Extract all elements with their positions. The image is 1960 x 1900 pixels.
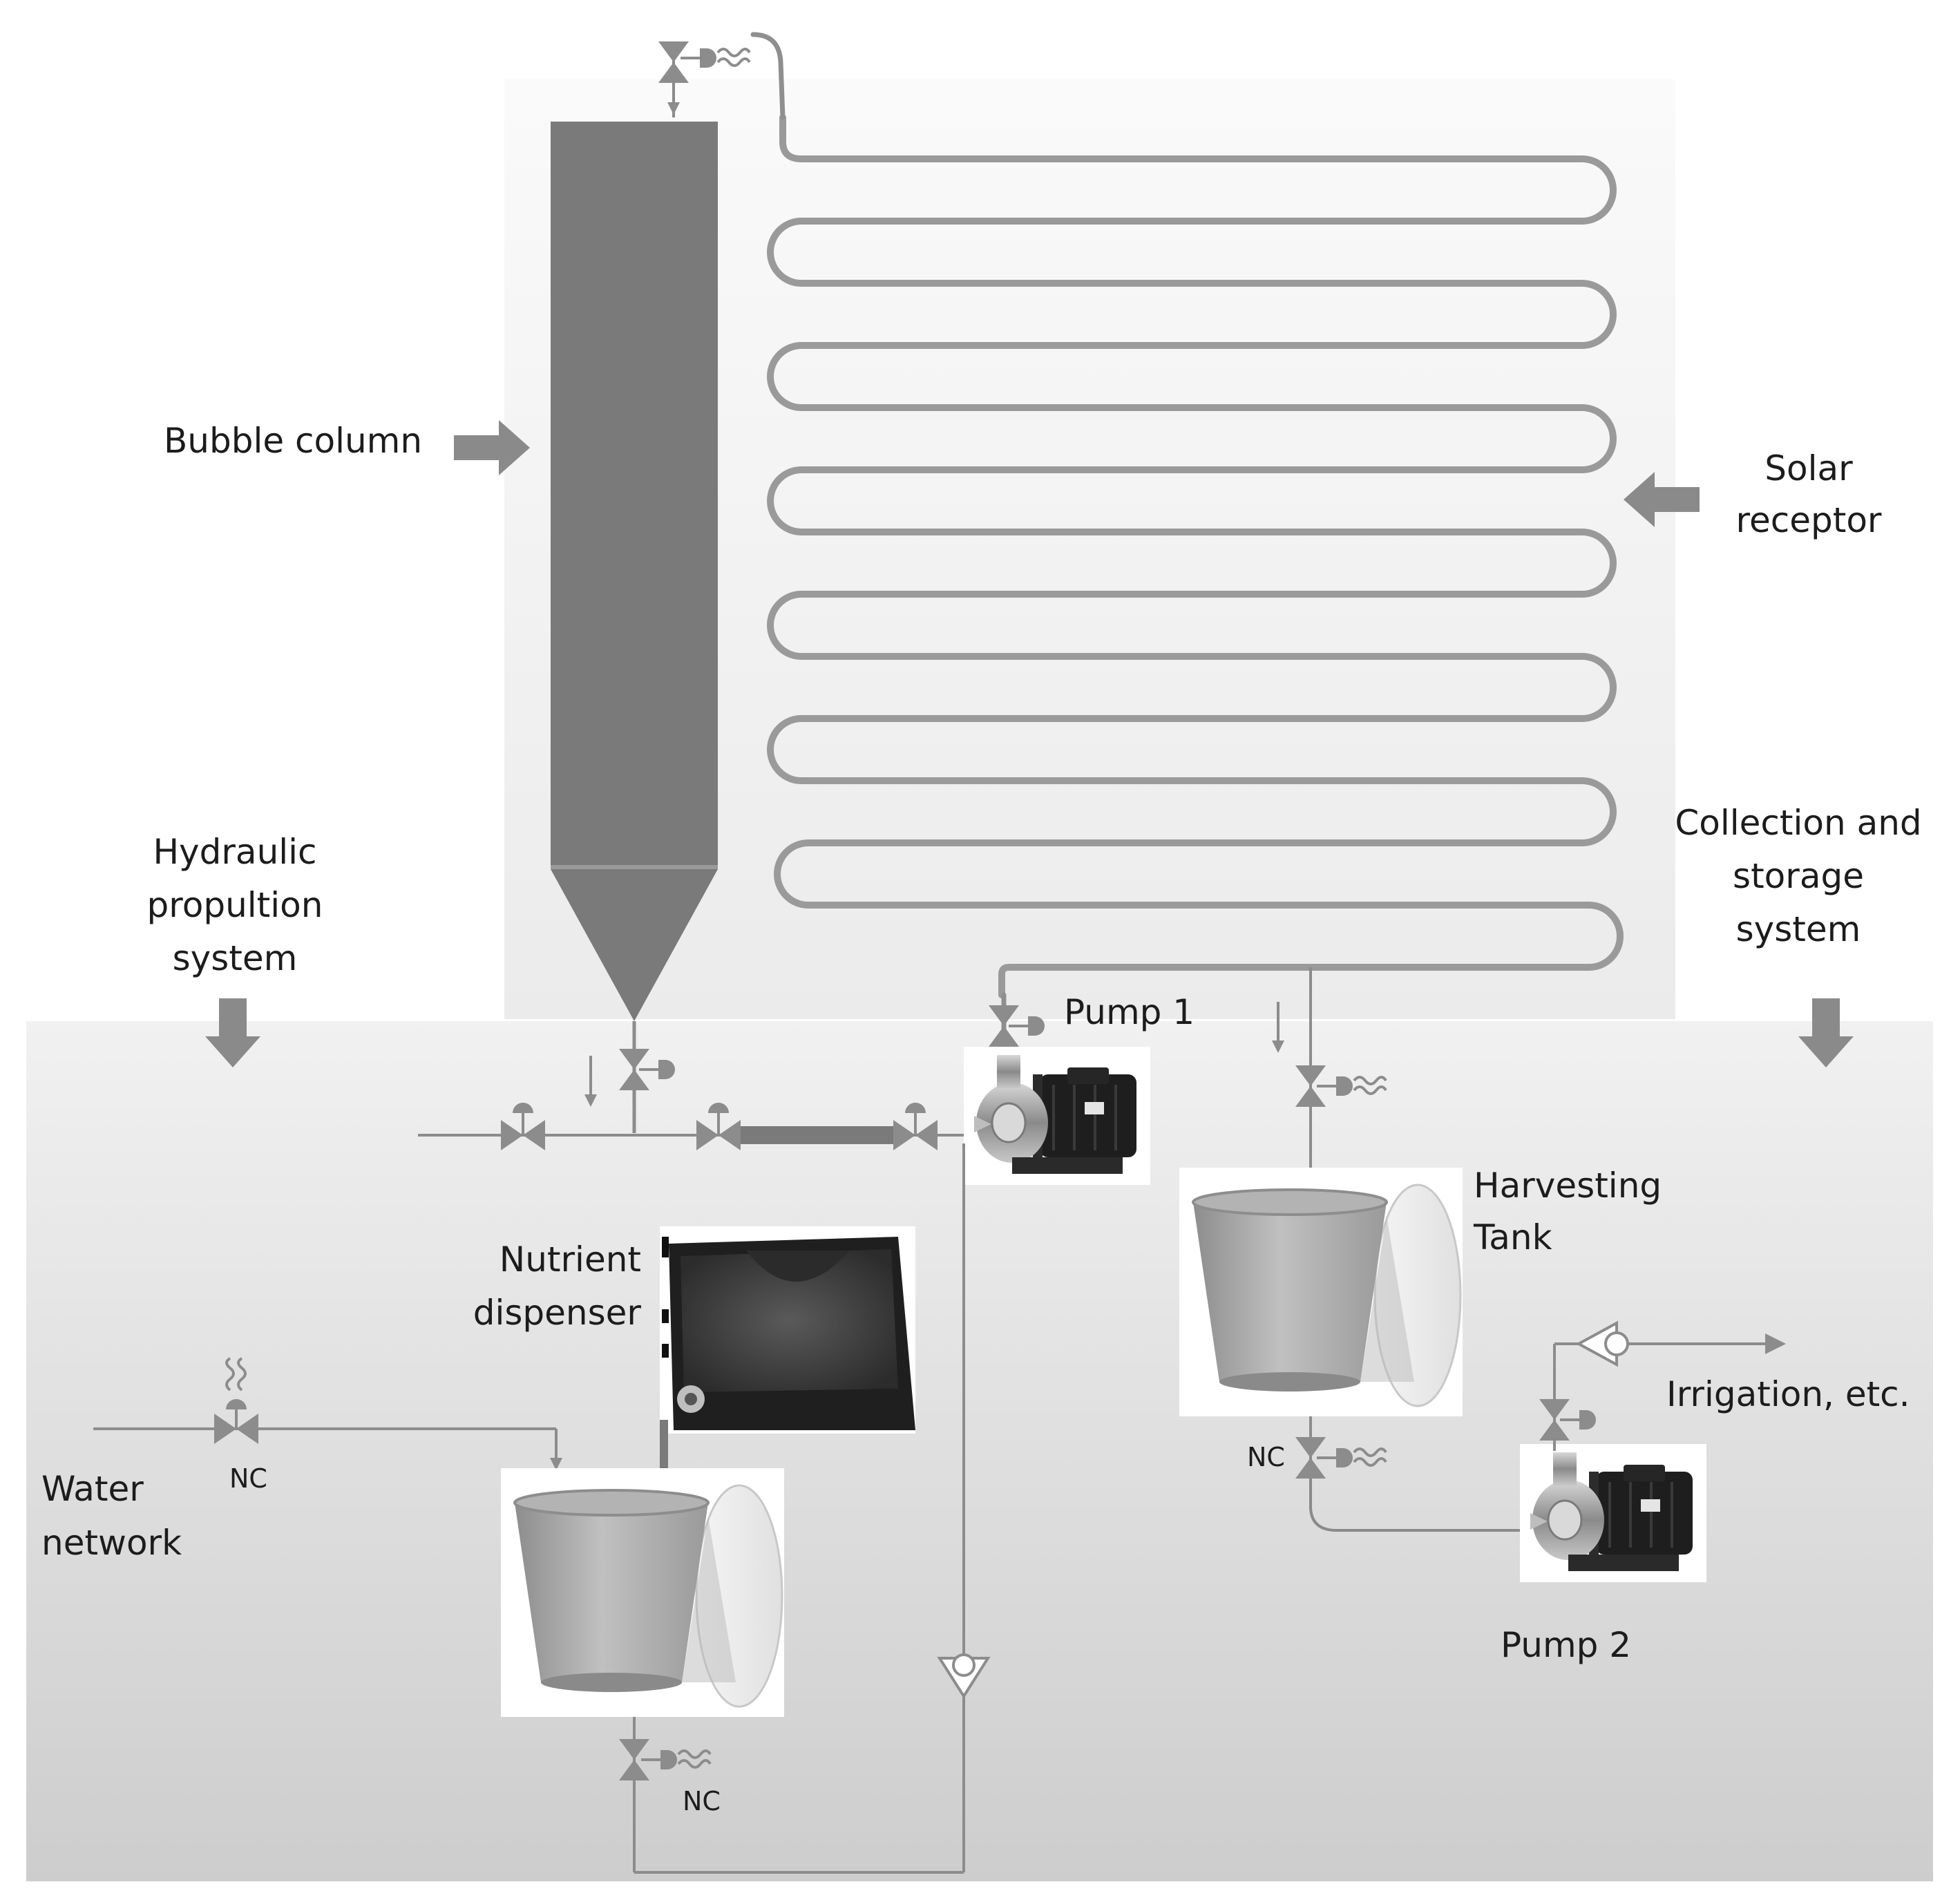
label-water-line1: Water	[41, 1469, 144, 1509]
recirculation-line	[633, 1143, 991, 1874]
check-valve-return	[937, 1653, 991, 1699]
label-nc-water: NC	[229, 1463, 267, 1494]
water-valve-sensor	[225, 1357, 247, 1429]
pump-2	[1519, 1320, 1786, 1584]
label-harvesting-line2: Tank	[1473, 1217, 1552, 1257]
label-hydraulic-line3: system	[173, 938, 298, 978]
water-network	[93, 1357, 562, 1470]
label-hydraulic-line1: Hydraulic	[153, 832, 316, 872]
harvesting-tank	[1178, 1166, 1530, 1532]
top-inlet	[658, 32, 786, 120]
label-nc-harvest: NC	[1247, 1442, 1285, 1472]
label-pump-2: Pump 2	[1501, 1625, 1631, 1665]
nutrient-dispenser	[649, 1226, 915, 1499]
label-solar-line2: receptor	[1736, 500, 1882, 540]
label-solar-line1: Solar	[1764, 448, 1853, 488]
harvest-branch	[1271, 967, 1387, 1192]
column-outlet-valve	[583, 1021, 676, 1133]
label-water-line2: network	[41, 1523, 182, 1563]
label-harvesting-line1: Harvesting	[1474, 1166, 1662, 1206]
label-collection-line3: system	[1736, 909, 1861, 949]
hydraulic-line	[418, 1101, 964, 1150]
label-collection-line1: Collection and	[1675, 803, 1921, 843]
label-pump-1: Pump 1	[1064, 992, 1195, 1032]
label-nutrient-line2: dispenser	[473, 1293, 642, 1333]
solar-receptor-coil	[767, 114, 1624, 998]
bubble-column	[551, 122, 718, 1021]
nutrient-tank	[499, 1467, 786, 1789]
label-nutrient-line1: Nutrient	[499, 1239, 641, 1280]
label-irrigation: Irrigation, etc.	[1666, 1374, 1910, 1414]
pump-1	[962, 992, 1152, 1186]
label-nc-nutrient: NC	[683, 1786, 721, 1816]
label-hydraulic-line2: propultion	[147, 885, 323, 925]
label-bubble-column: Bubble column	[164, 421, 422, 461]
label-collection-line2: storage	[1733, 856, 1864, 896]
check-valve-irrigation	[1575, 1320, 1629, 1367]
